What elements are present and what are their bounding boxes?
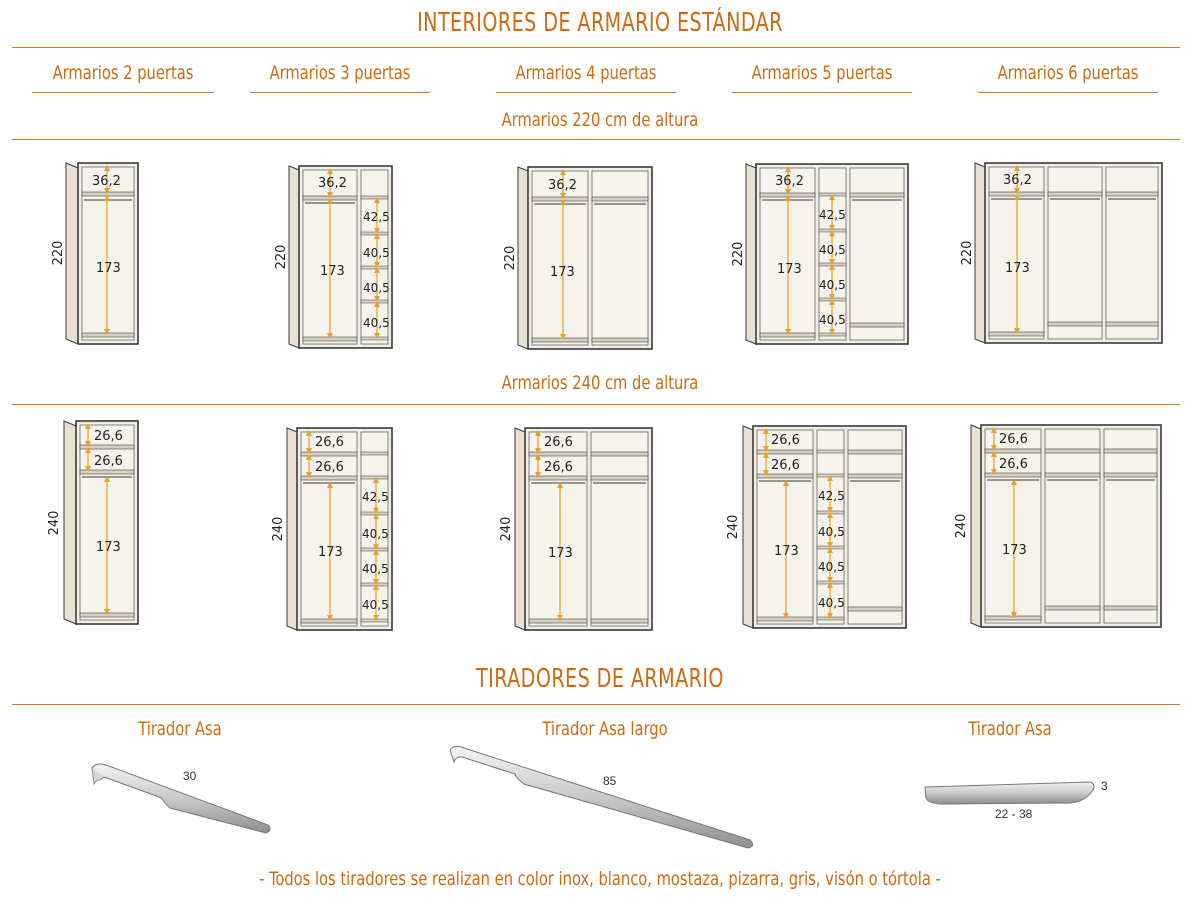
- height-label: 240: [726, 515, 741, 540]
- dim-double-label: 26,6: [315, 460, 344, 475]
- section-divider: [12, 139, 1180, 140]
- dim-shelf-label: 42,5: [819, 208, 846, 222]
- wardrobe-2-doors-220: [65, 162, 139, 345]
- dim-top-label: 36,2: [1003, 173, 1032, 188]
- dim-shelf-label: 40,5: [363, 281, 390, 295]
- wardrobe-6-doors-240: [970, 424, 1162, 628]
- dim-shelf-label: 40,5: [818, 560, 845, 574]
- dim-top-label: 36,2: [92, 174, 121, 189]
- dim-hang-label: 173: [320, 264, 345, 279]
- dim-shelf-label: 40,5: [362, 562, 389, 576]
- height-label: 220: [274, 245, 289, 270]
- dim-top-label: 36,2: [318, 176, 347, 191]
- dim-shelf-label: 40,5: [819, 243, 846, 257]
- dim-hang-label: 173: [318, 545, 343, 560]
- height-label: 240: [47, 511, 62, 536]
- dim-double-label: 26,6: [999, 457, 1028, 472]
- dim-hang-label: 173: [774, 544, 799, 559]
- dim-double-label: 26,6: [544, 435, 573, 450]
- column-header-4-doors: Armarios 4 puertas: [515, 62, 657, 84]
- column-header-5-doors: Armarios 5 puertas: [751, 62, 893, 84]
- page-title: INTERIORES DE ARMARIO ESTÁNDAR: [417, 8, 783, 38]
- handles-divider: [12, 704, 1180, 705]
- wardrobe-2-doors-240: [63, 420, 139, 625]
- height-label: 220: [731, 242, 746, 267]
- handles-drawing: [91, 745, 1095, 849]
- dim-shelf-label: 42,5: [363, 210, 390, 224]
- dim-double-label: 26,6: [771, 458, 800, 473]
- column-header-2-doors: Armarios 2 puertas: [52, 62, 194, 84]
- section-divider: [12, 404, 1180, 405]
- handle-label-asa-short: Tirador Asa: [968, 718, 1052, 740]
- footer-note: - Todos los tiradores se realizan en col…: [259, 868, 941, 890]
- dim-double-label: 26,6: [544, 460, 573, 475]
- column-header-6-doors: Armarios 6 puertas: [997, 62, 1139, 84]
- handle-asa-largo-dim: 85: [603, 774, 617, 788]
- section-title-240: Armarios 240 cm de altura: [501, 372, 699, 394]
- wardrobe-4-doors-220: [517, 166, 653, 350]
- column-underline: [978, 92, 1158, 93]
- dim-top-label: 36,2: [548, 178, 577, 193]
- column-underline: [250, 92, 430, 93]
- dim-shelf-label: 40,5: [818, 525, 845, 539]
- wardrobe-5-doors-240: [742, 425, 907, 629]
- dim-hang-label: 173: [1005, 261, 1030, 276]
- height-label: 240: [499, 517, 514, 542]
- height-label: 240: [954, 514, 969, 539]
- handle-label-asa: Tirador Asa: [138, 718, 222, 740]
- wardrobe-3-doors-240: [286, 427, 393, 631]
- dim-shelf-label: 40,5: [362, 598, 389, 612]
- dim-hang-label: 173: [1002, 543, 1027, 558]
- dim-shelf-label: 40,5: [363, 246, 390, 260]
- dim-shelf-label: 40,5: [363, 316, 390, 330]
- section-title-220: Armarios 220 cm de altura: [501, 109, 699, 131]
- height-label: 220: [51, 241, 66, 266]
- dim-double-label: 26,6: [999, 432, 1028, 447]
- dim-top-label: 36,2: [775, 174, 804, 189]
- height-label: 240: [271, 517, 286, 542]
- dim-hang-label: 173: [96, 540, 121, 555]
- dim-shelf-label: 40,5: [818, 596, 845, 610]
- dim-shelf-label: 40,5: [362, 527, 389, 541]
- dim-double-label: 26,6: [771, 433, 800, 448]
- handle-asa-largo: [449, 745, 754, 849]
- handle-label-asa-largo: Tirador Asa largo: [542, 718, 668, 740]
- wardrobe-6-doors-220: [974, 162, 1163, 344]
- column-underline: [732, 92, 912, 93]
- dim-hang-label: 173: [550, 265, 575, 280]
- dim-shelf-label: 40,5: [819, 313, 846, 327]
- dim-hang-label: 173: [96, 261, 121, 276]
- dim-double-label: 26,6: [315, 435, 344, 450]
- height-label: 220: [503, 246, 518, 271]
- column-underline: [32, 92, 214, 93]
- handle-asa: [91, 763, 271, 834]
- handles-title: TIRADORES DE ARMARIO: [476, 664, 724, 694]
- handle-asa-short: [924, 781, 1095, 805]
- dim-shelf-label: 42,5: [362, 490, 389, 504]
- dim-hang-label: 173: [777, 262, 802, 277]
- handle-asa-short-height: 3: [1101, 779, 1108, 793]
- wardrobe-3-doors-220: [288, 165, 393, 349]
- handle-asa-dim: 30: [183, 769, 197, 783]
- dim-shelf-label: 42,5: [818, 489, 845, 503]
- dim-shelf-label: 40,5: [819, 278, 846, 292]
- dim-double-label: 26,6: [94, 429, 123, 444]
- wardrobe-4-doors-240: [514, 427, 653, 631]
- column-header-3-doors: Armarios 3 puertas: [269, 62, 411, 84]
- handle-asa-short-width: 22 - 38: [995, 807, 1033, 821]
- wardrobes-drawing: 36,2 173 220 36,2 173 42,5 40,5 40,5 40,…: [47, 162, 1163, 631]
- title-divider: [12, 47, 1180, 48]
- dim-double-label: 26,6: [94, 454, 123, 469]
- wardrobe-5-doors-220: [745, 163, 909, 345]
- height-label: 220: [960, 241, 975, 266]
- column-underline: [496, 92, 676, 93]
- dim-hang-label: 173: [548, 546, 573, 561]
